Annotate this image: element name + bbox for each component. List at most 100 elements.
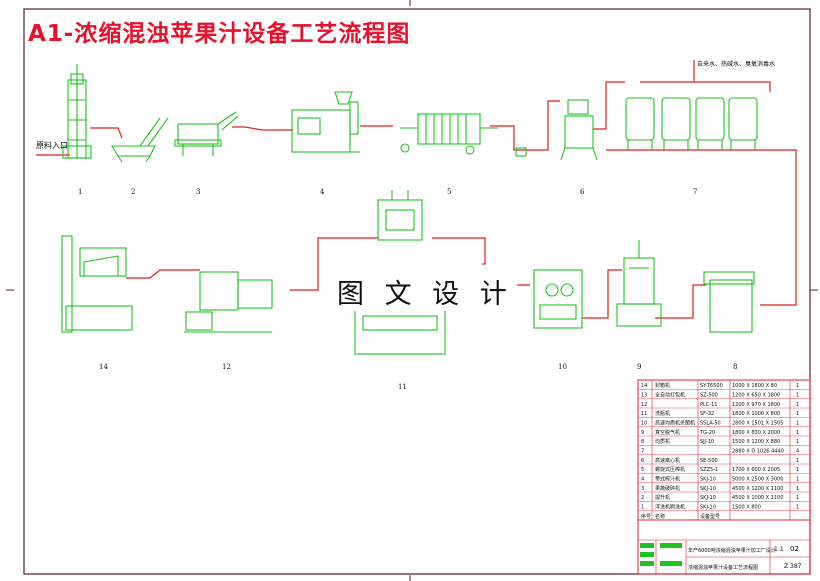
table-cell-name: 高速均质机杀菌机 xyxy=(655,419,695,426)
table-cell-dim: 1500 X 800 xyxy=(732,504,761,510)
equipment-4-press xyxy=(291,91,360,153)
equipment-9-deaerator xyxy=(616,240,662,327)
equipment-14-sealer xyxy=(61,235,133,333)
table-cell-qty: 1 xyxy=(796,383,799,389)
table-cell-model: SF-32 xyxy=(700,411,714,417)
table-cell-no: 8 xyxy=(641,439,644,445)
table-cell-qty: 1 xyxy=(796,486,799,492)
table-cell-model: SY-T6500 xyxy=(700,383,723,389)
station-number: 4 xyxy=(320,188,325,196)
equipment-8-homogenizer xyxy=(703,271,755,333)
table-cell-dim: 4500 X 1200 X 1100 xyxy=(732,486,783,492)
equipment-6-centrifuge xyxy=(560,99,598,161)
table-cell-no: 14 xyxy=(641,383,647,389)
table-cell-qty: 1 xyxy=(796,402,799,408)
station-number: 11 xyxy=(398,383,407,391)
drawing-frame xyxy=(23,8,811,575)
table-cell-name: 提升机 xyxy=(655,494,670,501)
table-cell-dim: 2800 X 1501 X 1505 xyxy=(732,420,783,426)
table-cell-no: 12 xyxy=(641,402,647,408)
table-cell-qty: 1 xyxy=(796,439,799,445)
table-cell-name: 洗瓶机 xyxy=(655,410,670,417)
drawing-title: A1-浓缩混浊苹果汁设备工艺流程图 xyxy=(28,21,411,47)
station-number-labels: 1 2 3 4 5 6 7 8 9 10 11 12 14 xyxy=(78,188,737,391)
table-cell-name: 封箱机 xyxy=(655,382,670,389)
table-cell-no: 9 xyxy=(641,430,644,436)
table-cell-model: SSLA-50 xyxy=(700,420,721,426)
equipment-5-filter-press xyxy=(400,113,498,155)
watermark-text: 图 文 设 计 xyxy=(333,272,517,311)
inlet-label: 原料入口 xyxy=(36,140,68,150)
table-cell-name: 带式榨汁机 xyxy=(655,475,680,482)
table-cell-model: 设备型号 xyxy=(700,513,720,520)
title-block-sheet-no: 02 xyxy=(790,545,799,553)
table-cell-model: SJJ-10 xyxy=(700,439,714,445)
table-cell-model: SZ-500 xyxy=(700,392,718,398)
station-number: 12 xyxy=(222,363,231,371)
table-cell-dim: 4500 X 1000 X 1100 xyxy=(732,495,783,501)
table-cell-no: 7 xyxy=(641,448,644,454)
title-block-scale: 1:1 xyxy=(774,546,784,553)
table-cell-model: PLC-11 xyxy=(700,402,717,408)
table-cell-dim: 2880 X D 1026 4440 xyxy=(732,448,784,454)
equipment-1-washer xyxy=(62,64,92,159)
table-cell-dim: 1200 X 650 X 1800 xyxy=(732,392,780,398)
table-cell-qty: 1 xyxy=(796,476,799,482)
station-number: 7 xyxy=(693,188,697,196)
table-cell-dim: 1000 X 1800 X 80 xyxy=(732,383,777,389)
station-number: 2 xyxy=(131,188,135,196)
table-cell-model: SKJ-10 xyxy=(700,504,716,510)
table-cell-dim: 5000 X 2500 X 3000 xyxy=(732,476,783,482)
station-number: 3 xyxy=(196,188,200,196)
title-block-main: 年产6000吨浓缩混浊苹果汁加工厂设计 xyxy=(688,547,776,554)
table-cell-name: 名称 xyxy=(655,513,665,520)
table-cell-qty: 1 xyxy=(796,458,799,464)
equipment-12-packer xyxy=(184,271,273,333)
table-cell-no: 10 xyxy=(641,420,647,426)
table-cell-name: 果蔬破碎机 xyxy=(655,485,680,492)
table-cell-no: 13 xyxy=(641,392,647,398)
table-cell-no: 1 xyxy=(641,504,644,510)
table-cell-name: 真空脱气机 xyxy=(655,429,680,436)
table-cell-dim: 1500 X 1200 X 880 xyxy=(732,439,780,445)
equipment-3-crusher xyxy=(174,111,239,156)
table-cell-model: SZZ5-1 xyxy=(700,467,718,473)
table-cell-qty: 1 xyxy=(796,392,799,398)
table-cell-no: 6 xyxy=(641,458,644,464)
station-number: 9 xyxy=(637,363,641,371)
table-cell-no: 5 xyxy=(641,467,644,473)
top-note: 自来水、热碱水、臭氧消毒水 xyxy=(697,60,775,68)
table-cell-model: TG-20 xyxy=(699,430,715,436)
table-cell-qty: 1 xyxy=(796,467,799,473)
station-number: 6 xyxy=(580,188,585,196)
table-cell-name: 浮洗机刷洗机 xyxy=(655,503,685,510)
table-cell-dim: 1200 X 970 X 1800 xyxy=(732,402,780,408)
table-cell-model: SKJ-10 xyxy=(700,476,716,482)
process-pipes xyxy=(36,60,797,319)
table-cell-qty: 1 xyxy=(796,495,799,501)
station-number: 1 xyxy=(78,188,82,196)
table-cell-model: SE-500 xyxy=(700,458,718,464)
table-cell-model: SKJ-10 xyxy=(700,495,716,501)
table-cell-no: 4 xyxy=(641,476,644,482)
table-cell-name: 高速离心机 xyxy=(655,457,680,464)
equipment-10-sterilizer xyxy=(533,269,583,329)
station-number: 5 xyxy=(447,188,451,196)
equipment-2-conveyor xyxy=(111,117,169,163)
station-number: 8 xyxy=(733,363,737,371)
table-cell-qty: 1 xyxy=(796,420,799,426)
table-cell-name: 螺旋式压榨机 xyxy=(655,466,685,473)
equipment-7-tanks xyxy=(625,97,758,150)
title-block: 年产6000吨浓缩混浊苹果汁加工厂设计 浓缩混浊苹果汁设备工艺流程图 02 1:… xyxy=(637,519,811,575)
table-cell-no: 序号 xyxy=(641,513,651,520)
table-cell-dim: 1800 X 830 X 2000 xyxy=(732,430,780,436)
title-block-code: Z 387 xyxy=(784,563,802,570)
table-cell-model: SKJ-10 xyxy=(700,486,716,492)
table-cell-no: 11 xyxy=(641,411,647,417)
station-number: 10 xyxy=(558,363,567,371)
table-cell-qty: 1 xyxy=(796,504,799,510)
table-cell-name: 均质机 xyxy=(655,438,670,445)
table-cell-qty: 4 xyxy=(796,448,799,454)
